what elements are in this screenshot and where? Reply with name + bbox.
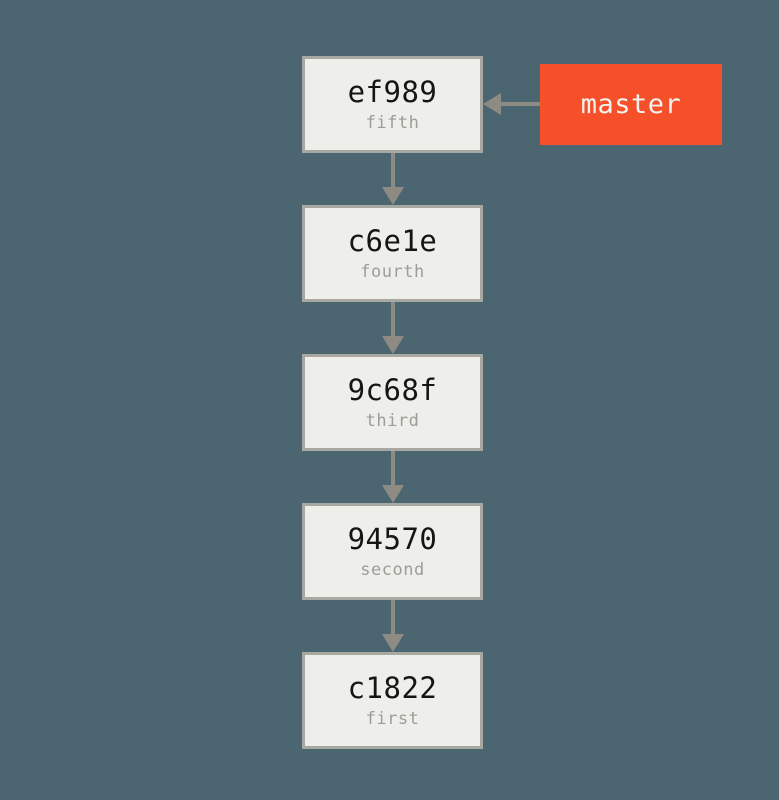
arrow-9c68f-to-94570 [373, 451, 413, 503]
arrow-master-to-ef989 [483, 84, 540, 124]
commit-message: first [365, 708, 420, 729]
commit-node-ef989[interactable]: ef989 fifth [302, 56, 483, 153]
commit-hash: 9c68f [347, 372, 438, 407]
arrow-head [483, 93, 501, 115]
arrow-shaft [391, 302, 395, 338]
commit-node-c1822[interactable]: c1822 first [302, 652, 483, 749]
arrow-shaft [391, 451, 395, 487]
arrow-head [382, 187, 404, 205]
arrow-head [382, 336, 404, 354]
arrow-head [382, 485, 404, 503]
arrow-shaft [497, 102, 540, 106]
commit-hash: 94570 [347, 521, 438, 556]
commit-node-9c68f[interactable]: 9c68f third [302, 354, 483, 451]
arrow-shaft [391, 600, 395, 636]
commit-node-c6e1e[interactable]: c6e1e fourth [302, 205, 483, 302]
commit-message: third [365, 410, 420, 431]
commit-hash: c6e1e [347, 223, 438, 258]
arrow-c6e1e-to-9c68f [373, 302, 413, 354]
commit-message: second [360, 559, 425, 580]
arrow-94570-to-c1822 [373, 600, 413, 652]
commit-message: fourth [360, 261, 425, 282]
arrow-ef989-to-c6e1e [373, 153, 413, 205]
arrow-head [382, 634, 404, 652]
commit-message: fifth [365, 112, 420, 133]
commit-node-94570[interactable]: 94570 second [302, 503, 483, 600]
commit-hash: ef989 [347, 74, 438, 109]
commit-hash: c1822 [347, 670, 438, 705]
branch-label-master[interactable]: master [540, 64, 722, 145]
branch-label-text: master [580, 89, 682, 120]
arrow-shaft [391, 153, 395, 189]
